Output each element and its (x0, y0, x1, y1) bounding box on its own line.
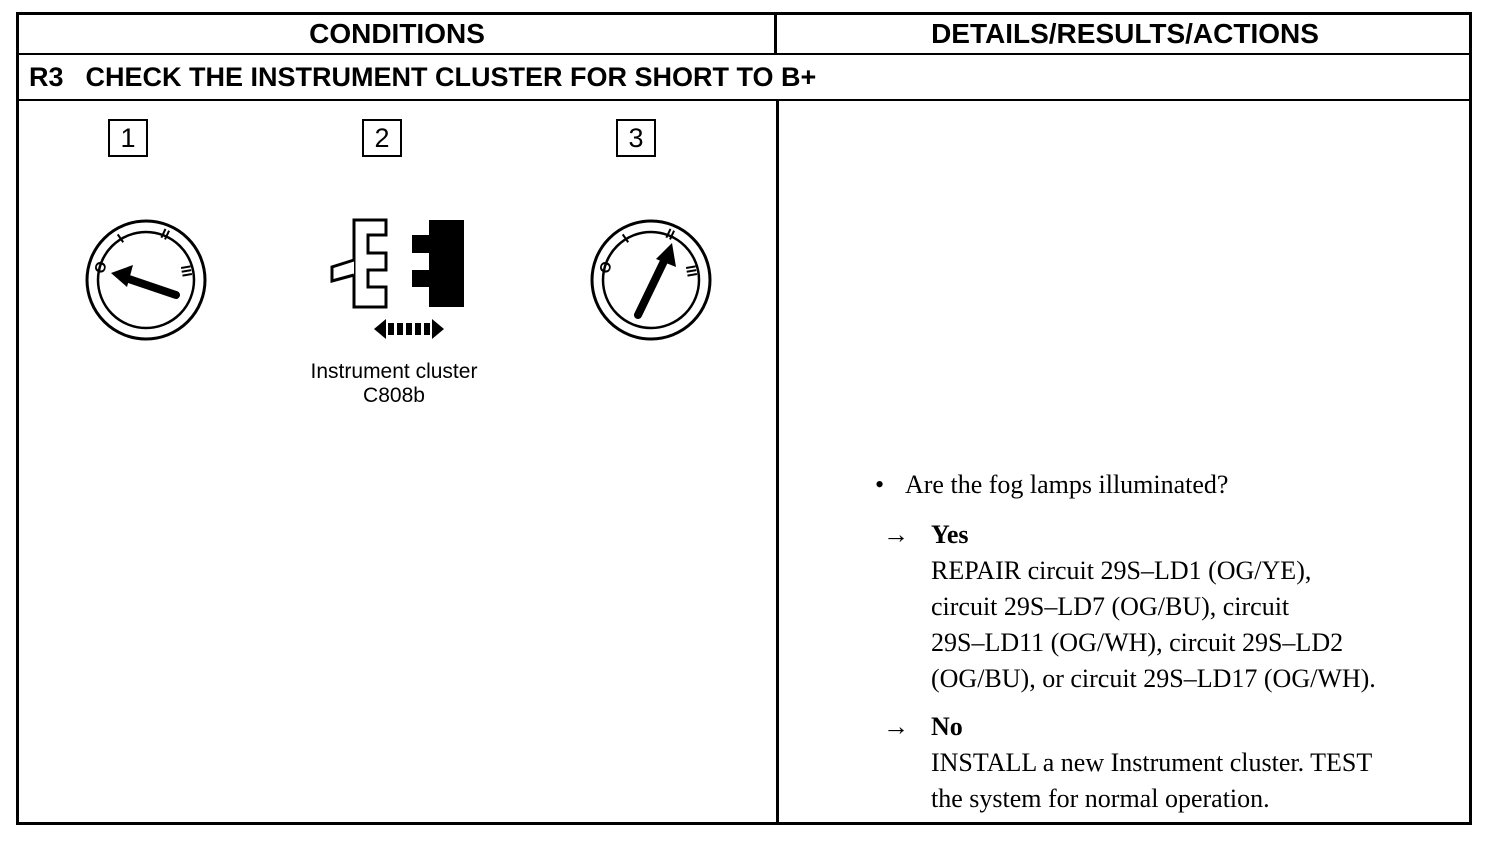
connector-disconnect-icon (330, 218, 464, 339)
answer-no: → No INSTALL a new Instrument cluster. T… (869, 709, 1469, 817)
ignition-switch-off-icon: O I II III (85, 219, 207, 341)
yes-action-line: 29S–LD11 (OG/WH), circuit 29S–LD2 (931, 628, 1344, 657)
header-rule (19, 53, 1469, 55)
no-action-line: INSTALL a new Instrument cluster. TEST (931, 748, 1373, 777)
header-divider (774, 15, 777, 55)
step-number-3: 3 (616, 119, 656, 157)
title-rule (19, 99, 1469, 101)
mark-start: III (178, 264, 196, 278)
question-row: • Are the fog lamps illuminated? (869, 467, 1469, 503)
details-content: • Are the fog lamps illuminated? → Yes R… (869, 467, 1469, 817)
step-title-text: CHECK THE INSTRUMENT CLUSTER FOR SHORT T… (85, 62, 817, 92)
conditions-header: CONDITIONS (309, 18, 485, 49)
column-divider (776, 101, 779, 825)
ignition-switch-run-icon: O I II III (590, 219, 712, 341)
bullet-icon: • (875, 470, 885, 499)
step-number-2: 2 (362, 119, 402, 157)
mark-off: O (91, 259, 111, 275)
no-action-line: the system for normal operation. (931, 784, 1270, 813)
connector-caption-name: Instrument cluster (310, 360, 478, 383)
step-title: R3 CHECK THE INSTRUMENT CLUSTER FOR SHORT… (29, 55, 816, 99)
question-text: Are the fog lamps illuminated? (905, 470, 1229, 499)
connector-caption-id: C808b (363, 384, 425, 407)
yes-label: Yes (931, 520, 969, 549)
no-label: No (931, 712, 963, 741)
step-code: R3 (29, 62, 64, 92)
step-number-1: 1 (108, 119, 148, 157)
arrow-right-icon: → (883, 520, 909, 549)
yes-action-line: REPAIR circuit 29S–LD1 (OG/YE), (931, 556, 1312, 585)
mark-start: III (683, 264, 701, 278)
yes-action-line: circuit 29S–LD7 (OG/BU), circuit (931, 592, 1290, 621)
diagnostic-table: CONDITIONS DETAILS/RESULTS/ACTIONS R3 CHE… (16, 12, 1472, 825)
yes-action-line: (OG/BU), or circuit 29S–LD17 (OG/WH). (931, 664, 1376, 693)
arrow-right-icon: → (883, 712, 909, 741)
connector-caption: Instrument cluster C808b (269, 360, 519, 408)
mark-off: O (596, 259, 616, 275)
details-header: DETAILS/RESULTS/ACTIONS (931, 18, 1319, 49)
answer-yes: → Yes REPAIR circuit 29S–LD1 (OG/YE), ci… (869, 517, 1469, 697)
